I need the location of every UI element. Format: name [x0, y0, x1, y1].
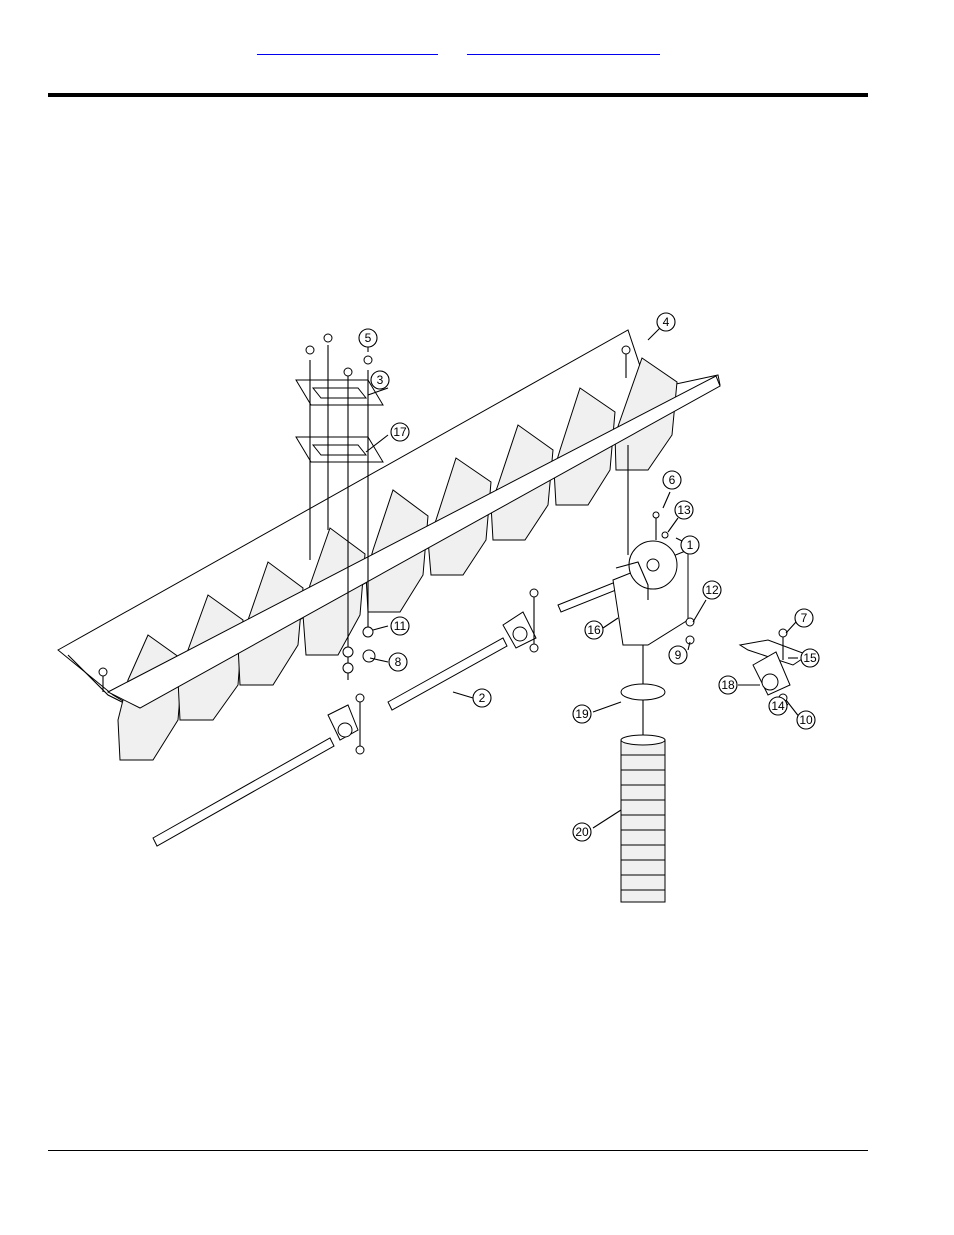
svg-text:7: 7 — [801, 611, 808, 625]
seed-tube — [621, 645, 665, 902]
svg-text:19: 19 — [575, 707, 589, 721]
callout-13: 13 — [675, 501, 693, 519]
callout-18: 18 — [719, 676, 737, 694]
callout-8: 8 — [389, 653, 407, 671]
svg-text:10: 10 — [799, 713, 813, 727]
callout-19: 19 — [573, 705, 591, 723]
svg-text:9: 9 — [675, 648, 682, 662]
svg-text:17: 17 — [393, 425, 407, 439]
callout-11: 11 — [391, 617, 409, 635]
svg-text:15: 15 — [803, 651, 817, 665]
callout-3: 3 — [371, 371, 389, 389]
callout-6: 6 — [663, 471, 681, 489]
svg-text:8: 8 — [395, 655, 402, 669]
header-link-2[interactable] — [467, 38, 660, 55]
callout-1: 1 — [681, 536, 699, 554]
callout-16: 16 — [585, 621, 603, 639]
callout-7: 7 — [795, 609, 813, 627]
callout-2: 2 — [473, 689, 491, 707]
callout-5: 5 — [359, 329, 377, 347]
callout-9: 9 — [669, 646, 687, 664]
svg-text:12: 12 — [705, 583, 719, 597]
bottom-rule — [48, 1150, 868, 1151]
callout-4: 4 — [657, 313, 675, 331]
svg-text:18: 18 — [721, 678, 735, 692]
callout-10: 10 — [797, 711, 815, 729]
hopper-frame — [58, 330, 720, 760]
svg-text:4: 4 — [663, 315, 670, 329]
callout-12: 12 — [703, 581, 721, 599]
svg-text:6: 6 — [669, 473, 676, 487]
right-bracket — [740, 629, 808, 702]
svg-text:13: 13 — [677, 503, 691, 517]
header-link-1[interactable] — [257, 38, 438, 55]
svg-text:16: 16 — [587, 623, 601, 637]
callout-17: 17 — [391, 423, 409, 441]
svg-text:1: 1 — [687, 538, 694, 552]
svg-text:20: 20 — [575, 825, 589, 839]
top-rule — [48, 93, 868, 97]
svg-text:3: 3 — [377, 373, 384, 387]
svg-text:2: 2 — [479, 691, 486, 705]
svg-text:14: 14 — [771, 699, 785, 713]
exploded-parts-diagram: 1 2 3 4 5 6 7 8 9 10 11 12 13 14 15 16 1… — [48, 300, 830, 912]
callout-20: 20 — [573, 823, 591, 841]
svg-text:11: 11 — [394, 619, 407, 633]
svg-text:5: 5 — [365, 331, 372, 345]
callout-14: 14 — [769, 697, 787, 715]
callout-15: 15 — [801, 649, 819, 667]
